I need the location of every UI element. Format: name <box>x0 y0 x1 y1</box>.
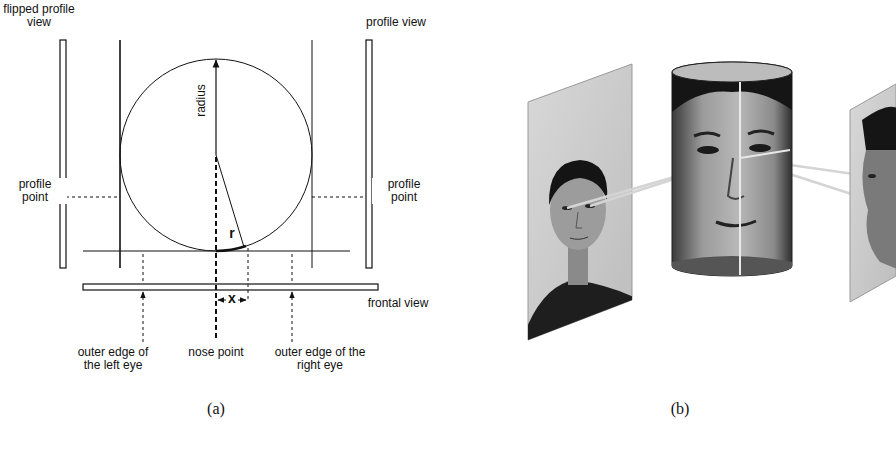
panel-caption: (a) <box>207 400 225 418</box>
arc-r <box>216 246 246 251</box>
tangent-line <box>83 251 350 252</box>
annotation-label: frontal view <box>368 297 429 310</box>
angle-line <box>216 155 244 247</box>
projection-line <box>248 248 249 300</box>
geometry-panel <box>60 40 378 342</box>
annotation-label: radius <box>195 83 208 118</box>
cylinder-panel <box>520 60 896 360</box>
annotation-label: flipped profile view <box>3 3 75 29</box>
annotation-label: profile view <box>366 16 426 29</box>
annotation-label: outer edge of the right eye <box>274 346 366 372</box>
annotation-label: r <box>229 226 234 241</box>
dimension-arrow <box>238 300 246 301</box>
radius-arrow <box>215 60 216 155</box>
eye-leader <box>143 292 144 342</box>
profile-bar <box>366 40 372 268</box>
flipped-profile-bar <box>60 40 66 268</box>
nose-line <box>215 157 217 340</box>
annotation-label: outer edge of the left eye <box>70 346 156 372</box>
annotation-label: nose point <box>187 346 244 359</box>
eye-leader <box>292 292 293 342</box>
eye-leader <box>292 254 293 283</box>
profile-point-line <box>312 197 366 198</box>
profile-point-line <box>66 197 120 198</box>
eye-leader <box>143 254 144 283</box>
frontal-bar <box>83 284 378 290</box>
annotation-label: profile point <box>3 178 67 204</box>
panel-caption: (b) <box>671 400 690 418</box>
dimension-arrow <box>218 300 226 301</box>
annotation-label: profile point <box>372 178 436 204</box>
annotation-label: x <box>227 291 237 306</box>
